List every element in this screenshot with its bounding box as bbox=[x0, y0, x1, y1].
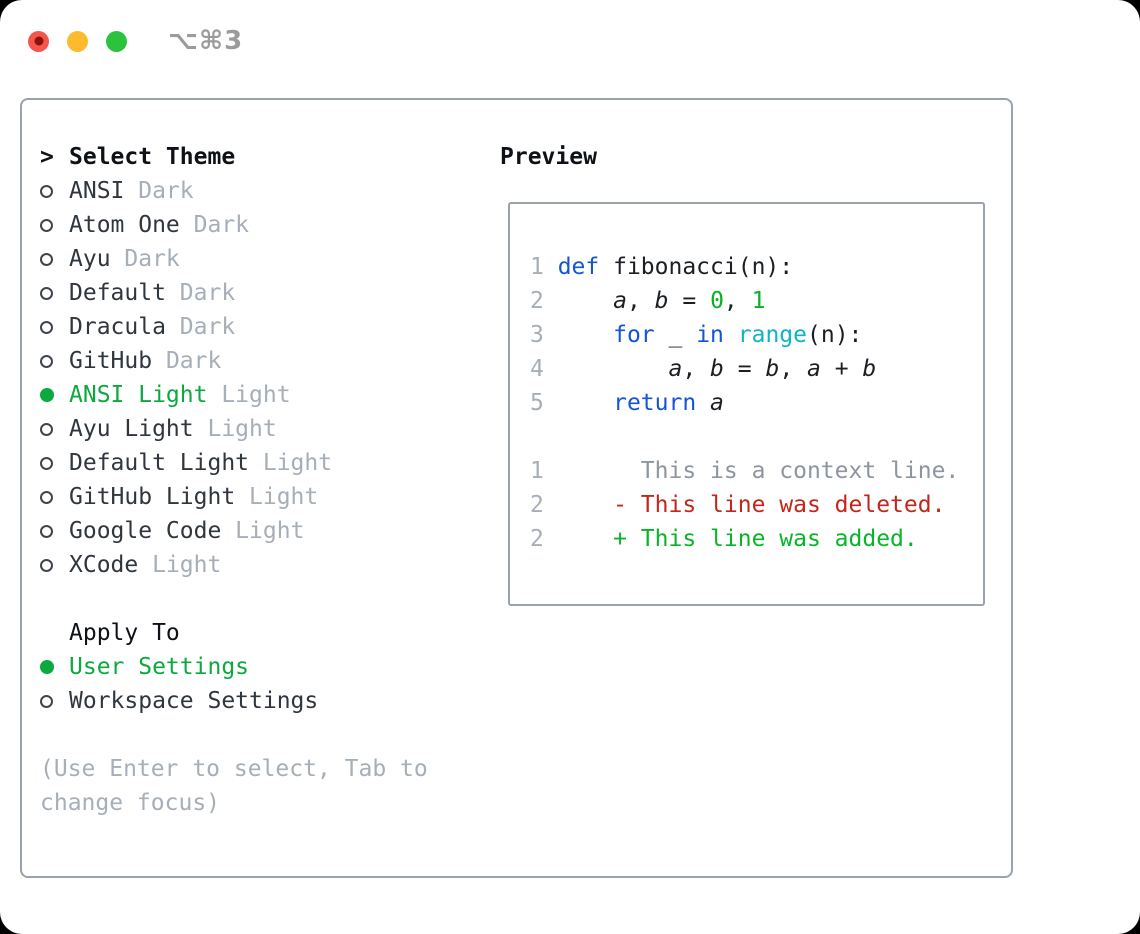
radio-unselected-icon bbox=[40, 242, 69, 276]
theme-option-ayu[interactable]: Ayu Dark bbox=[40, 242, 500, 276]
theme-variant-label: Dark bbox=[124, 178, 194, 204]
theme-option-label: Atom One bbox=[69, 212, 180, 238]
preview-line: 2 a, b = 0, 1 bbox=[530, 288, 766, 314]
theme-option-github[interactable]: GitHub Dark bbox=[40, 344, 500, 378]
radio-unselected-icon bbox=[40, 412, 69, 446]
theme-variant-label: Light bbox=[249, 450, 333, 476]
radio-unselected-icon bbox=[40, 480, 69, 514]
preview-line: 2 - This line was deleted. bbox=[530, 492, 946, 518]
theme-variant-label: Light bbox=[193, 416, 277, 442]
preview-line: 4 a, b = b, a + b bbox=[530, 356, 877, 382]
preview-line: 2 + This line was added. bbox=[530, 526, 918, 552]
radio-unselected-icon bbox=[40, 344, 69, 378]
theme-option-xcode[interactable]: XCode Light bbox=[40, 548, 500, 582]
keyboard-shortcut-label: ⌥⌘3 bbox=[168, 26, 244, 56]
help-hint-line-2: change focus) bbox=[40, 790, 221, 816]
theme-option-label: Ayu bbox=[69, 246, 111, 272]
theme-variant-label: Light bbox=[221, 518, 305, 544]
radio-unselected-icon bbox=[40, 174, 69, 208]
apply-option-workspace-settings[interactable]: Workspace Settings bbox=[40, 684, 500, 718]
radio-unselected-icon bbox=[40, 310, 69, 344]
theme-option-github-light[interactable]: GitHub Light Light bbox=[40, 480, 500, 514]
theme-variant-label: Light bbox=[207, 382, 291, 408]
preview-title: Preview bbox=[500, 144, 597, 170]
preview-code: 1 def fibonacci(n): 2 a, b = 0, 1 3 for _ … bbox=[530, 250, 983, 556]
radio-unselected-icon bbox=[40, 684, 69, 718]
preview-line: 1 This is a context line. bbox=[530, 458, 960, 484]
help-hint-line-1: (Use Enter to select, Tab to bbox=[40, 756, 428, 782]
radio-unselected-icon bbox=[40, 548, 69, 582]
select-theme-header-row: > Select Theme bbox=[40, 140, 500, 174]
theme-variant-label: Dark bbox=[110, 246, 180, 272]
theme-option-google-code[interactable]: Google Code Light bbox=[40, 514, 500, 548]
radio-selected-icon bbox=[40, 650, 69, 684]
preview-column: Preview 1 def fibonacci(n): 2 a, b = 0, 1… bbox=[500, 140, 1011, 820]
theme-option-label: GitHub bbox=[69, 348, 153, 374]
apply-to-title: Apply To bbox=[69, 620, 180, 646]
theme-variant-label: Light bbox=[235, 484, 319, 510]
spacer bbox=[40, 718, 500, 752]
preview-line bbox=[530, 420, 983, 454]
preview-line: 3 for _ in range(n): bbox=[530, 322, 863, 348]
apply-option-label: User Settings bbox=[69, 654, 250, 680]
spacer bbox=[40, 582, 500, 616]
close-window-dot-icon bbox=[34, 36, 43, 46]
theme-option-ayu-light[interactable]: Ayu Light Light bbox=[40, 412, 500, 446]
theme-variant-label: Dark bbox=[165, 314, 236, 340]
theme-option-label: XCode bbox=[69, 552, 139, 578]
theme-variant-label: Dark bbox=[165, 280, 236, 306]
window-titlebar: ⌥⌘3 bbox=[28, 26, 243, 56]
theme-variant-label: Dark bbox=[152, 348, 222, 374]
radio-unselected-icon bbox=[40, 276, 69, 310]
theme-variant-label: Light bbox=[138, 552, 222, 578]
theme-option-label: Ayu Light bbox=[69, 416, 194, 442]
theme-option-label: Dracula bbox=[69, 314, 166, 340]
theme-option-default[interactable]: Default Dark bbox=[40, 276, 500, 310]
minimize-window-icon[interactable] bbox=[67, 30, 88, 52]
theme-option-atom-one[interactable]: Atom One Dark bbox=[40, 208, 500, 242]
theme-option-default-light[interactable]: Default Light Light bbox=[40, 446, 500, 480]
focus-prompt-icon: > bbox=[40, 144, 54, 170]
theme-option-dracula[interactable]: Dracula Dark bbox=[40, 310, 500, 344]
select-theme-title: Select Theme bbox=[69, 144, 236, 170]
radio-unselected-icon bbox=[40, 446, 69, 480]
radio-unselected-icon bbox=[40, 208, 69, 242]
theme-option-label: GitHub Light bbox=[69, 484, 236, 510]
radio-unselected-icon bbox=[40, 514, 69, 548]
theme-option-label: Default bbox=[69, 280, 166, 306]
theme-variant-label: Dark bbox=[179, 212, 250, 238]
preview-code-box: 1 def fibonacci(n): 2 a, b = 0, 1 3 for _ … bbox=[508, 202, 985, 606]
theme-option-label: ANSI Light bbox=[69, 382, 208, 408]
preview-line: 5 return a bbox=[530, 390, 724, 416]
theme-option-label: Default Light bbox=[69, 450, 250, 476]
preview-line: 1 def fibonacci(n): bbox=[530, 254, 794, 280]
theme-option-label: ANSI bbox=[69, 178, 125, 204]
radio-selected-icon bbox=[40, 378, 69, 412]
theme-option-label: Google Code bbox=[69, 518, 222, 544]
theme-option-ansi[interactable]: ANSI Dark bbox=[40, 174, 500, 208]
apply-to-marker-spacer bbox=[40, 616, 69, 650]
apply-option-user-settings[interactable]: User Settings bbox=[40, 650, 500, 684]
apply-option-label: Workspace Settings bbox=[69, 688, 319, 714]
theme-option-ansi-light[interactable]: ANSI Light Light bbox=[40, 378, 500, 412]
apply-to-header-row: Apply To bbox=[40, 616, 500, 650]
close-window-icon[interactable] bbox=[28, 30, 49, 52]
zoom-window-icon[interactable] bbox=[106, 30, 127, 52]
